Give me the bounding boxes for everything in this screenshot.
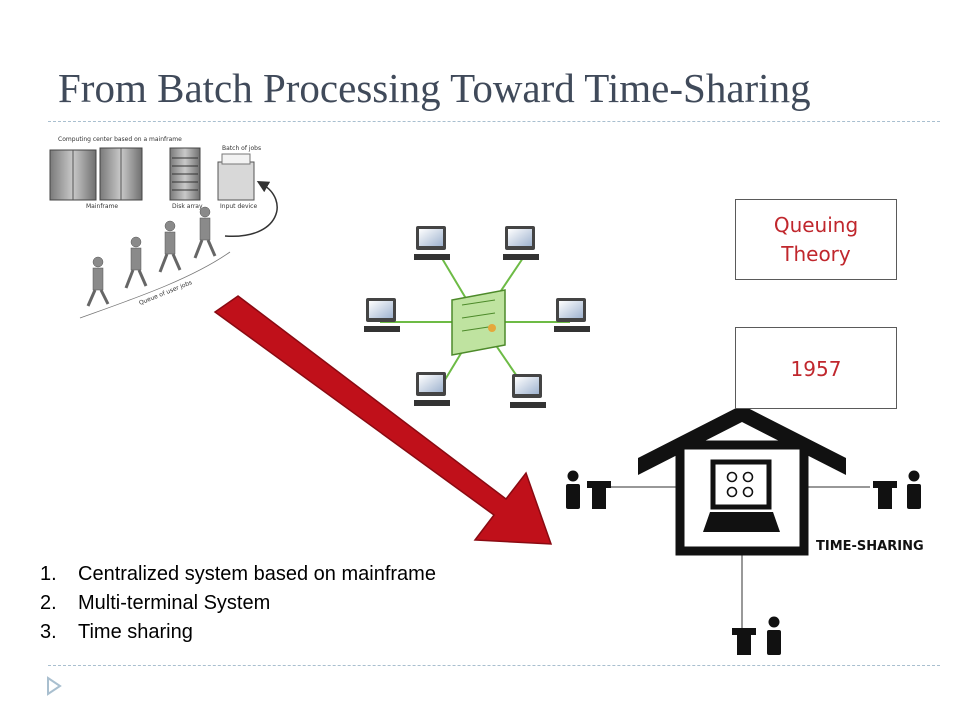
time-sharing-label: TIME-SHARING — [816, 539, 924, 554]
bullet-triangle-icon — [47, 676, 62, 696]
queuing-theory-line2: Theory — [781, 242, 851, 266]
input-device-icon — [217, 153, 255, 201]
footer-divider — [48, 665, 940, 666]
central-server-icon — [451, 289, 506, 356]
job-flow-arrow — [224, 181, 278, 237]
batch-processing-illustration: Computing center based on a mainframe Ma… — [49, 136, 278, 319]
year-box: 1957 — [735, 327, 897, 409]
list-item: 3.Time sharing — [40, 621, 193, 643]
terminal-icons — [364, 226, 590, 408]
year-label: 1957 — [790, 357, 842, 381]
user-terminal-bottom-icon — [732, 616, 781, 655]
list-item: 1.Centralized system based on mainframe — [40, 563, 436, 585]
mainframe-caption: Mainframe — [86, 203, 118, 210]
user-terminal-left-icon — [566, 470, 611, 509]
queuing-theory-line1: Queuing — [773, 213, 859, 237]
slide-title: From Batch Processing Toward Time-Sharin… — [58, 65, 811, 111]
batch-caption: Batch of jobs — [222, 145, 261, 152]
mainframe-icon — [49, 147, 143, 201]
summary-list: 1.Centralized system based on mainframe … — [40, 560, 436, 647]
list-item: 2.Multi-terminal System — [40, 592, 271, 614]
user-terminal-right-icon — [873, 470, 921, 509]
house-icon — [638, 405, 846, 556]
title-divider — [48, 121, 940, 122]
user-figures-icon — [86, 206, 217, 307]
disk-array-caption: Disk array — [172, 203, 203, 210]
queuing-theory-box: Queuing Theory — [735, 199, 897, 280]
batch-caption-top: Computing center based on a mainframe — [58, 136, 182, 143]
input-device-caption: Input device — [220, 203, 257, 210]
transition-arrow — [213, 295, 553, 545]
disk-array-icon — [169, 147, 201, 201]
time-sharing-illustration: TIME-SHARING — [566, 405, 924, 655]
